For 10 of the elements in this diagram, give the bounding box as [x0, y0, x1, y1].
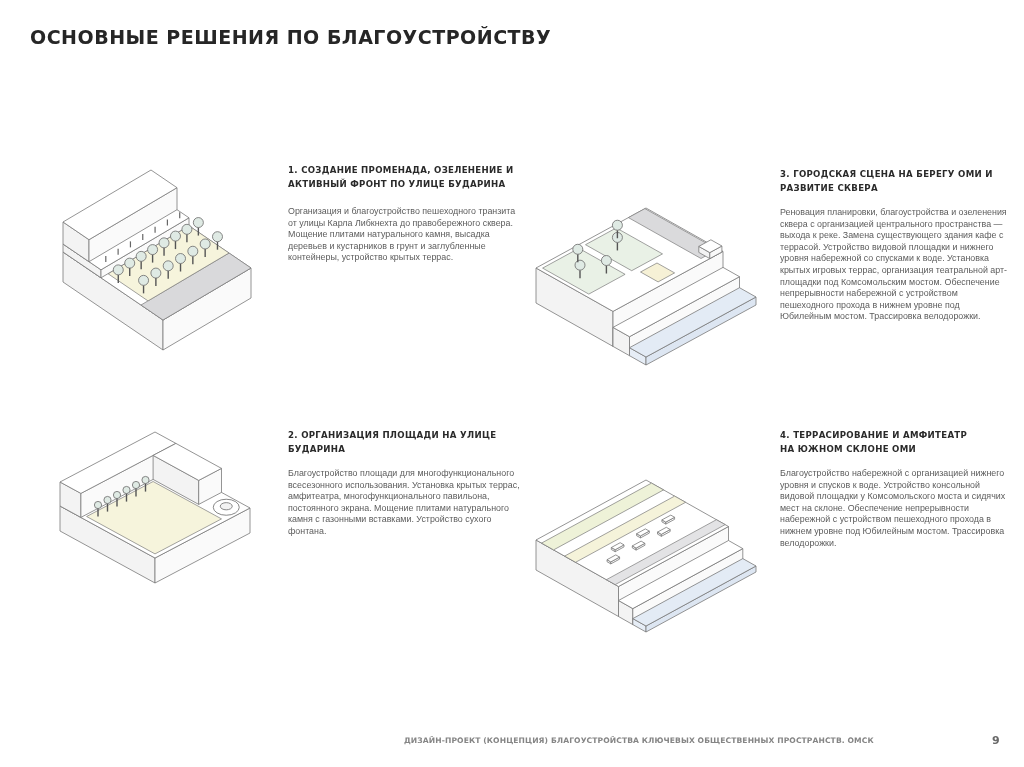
section-heading: 1. СОЗДАНИЕ ПРОМЕНАДА, ОЗЕЛЕНЕНИЕ И АКТИВНЫЙ ФРОНТ ПО УЛИЦЕ БУДАРИНА — [288, 164, 515, 191]
section-heading: 3. ГОРОДСКАЯ СЦЕНА НА БЕРЕГУ ОМИ И РАЗВИТИЕ СКВЕРА — [780, 168, 994, 195]
section-description: Благоустройство набережной с организацией нижнего уровня и спусков к воде. Устройство консольной видовой площадки у Комсомольского моста и сидячих мест на склоне. Обеспечение непрерывности набережной с устройством пешеходного прохода в нижнем уровне под Юбилейным мостом. Трассировка велодорожки. — [780, 468, 1007, 550]
section-heading: 2. ОРГАНИЗАЦИЯ ПЛОЩАДИ НА УЛИЦЕ БУДАРИНА — [288, 429, 498, 456]
section-heading: 4. ТЕРРАСИРОВАНИЕ И АМФИТЕАТР НА ЮЖНОМ СКЛОНЕ ОМИ — [780, 429, 969, 456]
page-number: 9 — [992, 734, 1000, 748]
page-title: ОСНОВНЫЕ РЕШЕНИЯ ПО БЛАГОУСТРОЙСТВУ — [30, 25, 552, 50]
section-description: Организация и благоустройство пешеходного транзита от улицы Карла Либкнехта до правобережного сквера. Мощение плитами натурального камня, высадка деревьев и кустарников в грунт и заглубленные контейнеры, устройство крытых террас. — [288, 206, 517, 264]
section-description: Благоустройство площади для многофункционального всесезонного использования. Установка крытых террас, амфитеатра, многофункционального павильона, постоянного экрана. Мощение плитами натурального камня с газонными вставками. Устройство сухого фонтана. — [288, 468, 520, 538]
section-description: Реновация планировки, благоустройства и озеленения сквера с организацией центрального пространства — выхода к реке. Замена существующего здания кафе с террасой. Устройство видовой площадки и нижнего уровня набережной со спусками к воде. Установка крытых игровых террас, организация театральной арт-площадки под Комсомольским мостом. Обеспечение непрерывности набережной с устройством пешеходного прохода в нижнем уровне под Юбилейным мостом. Трассировка велодорожки. — [780, 207, 1009, 323]
